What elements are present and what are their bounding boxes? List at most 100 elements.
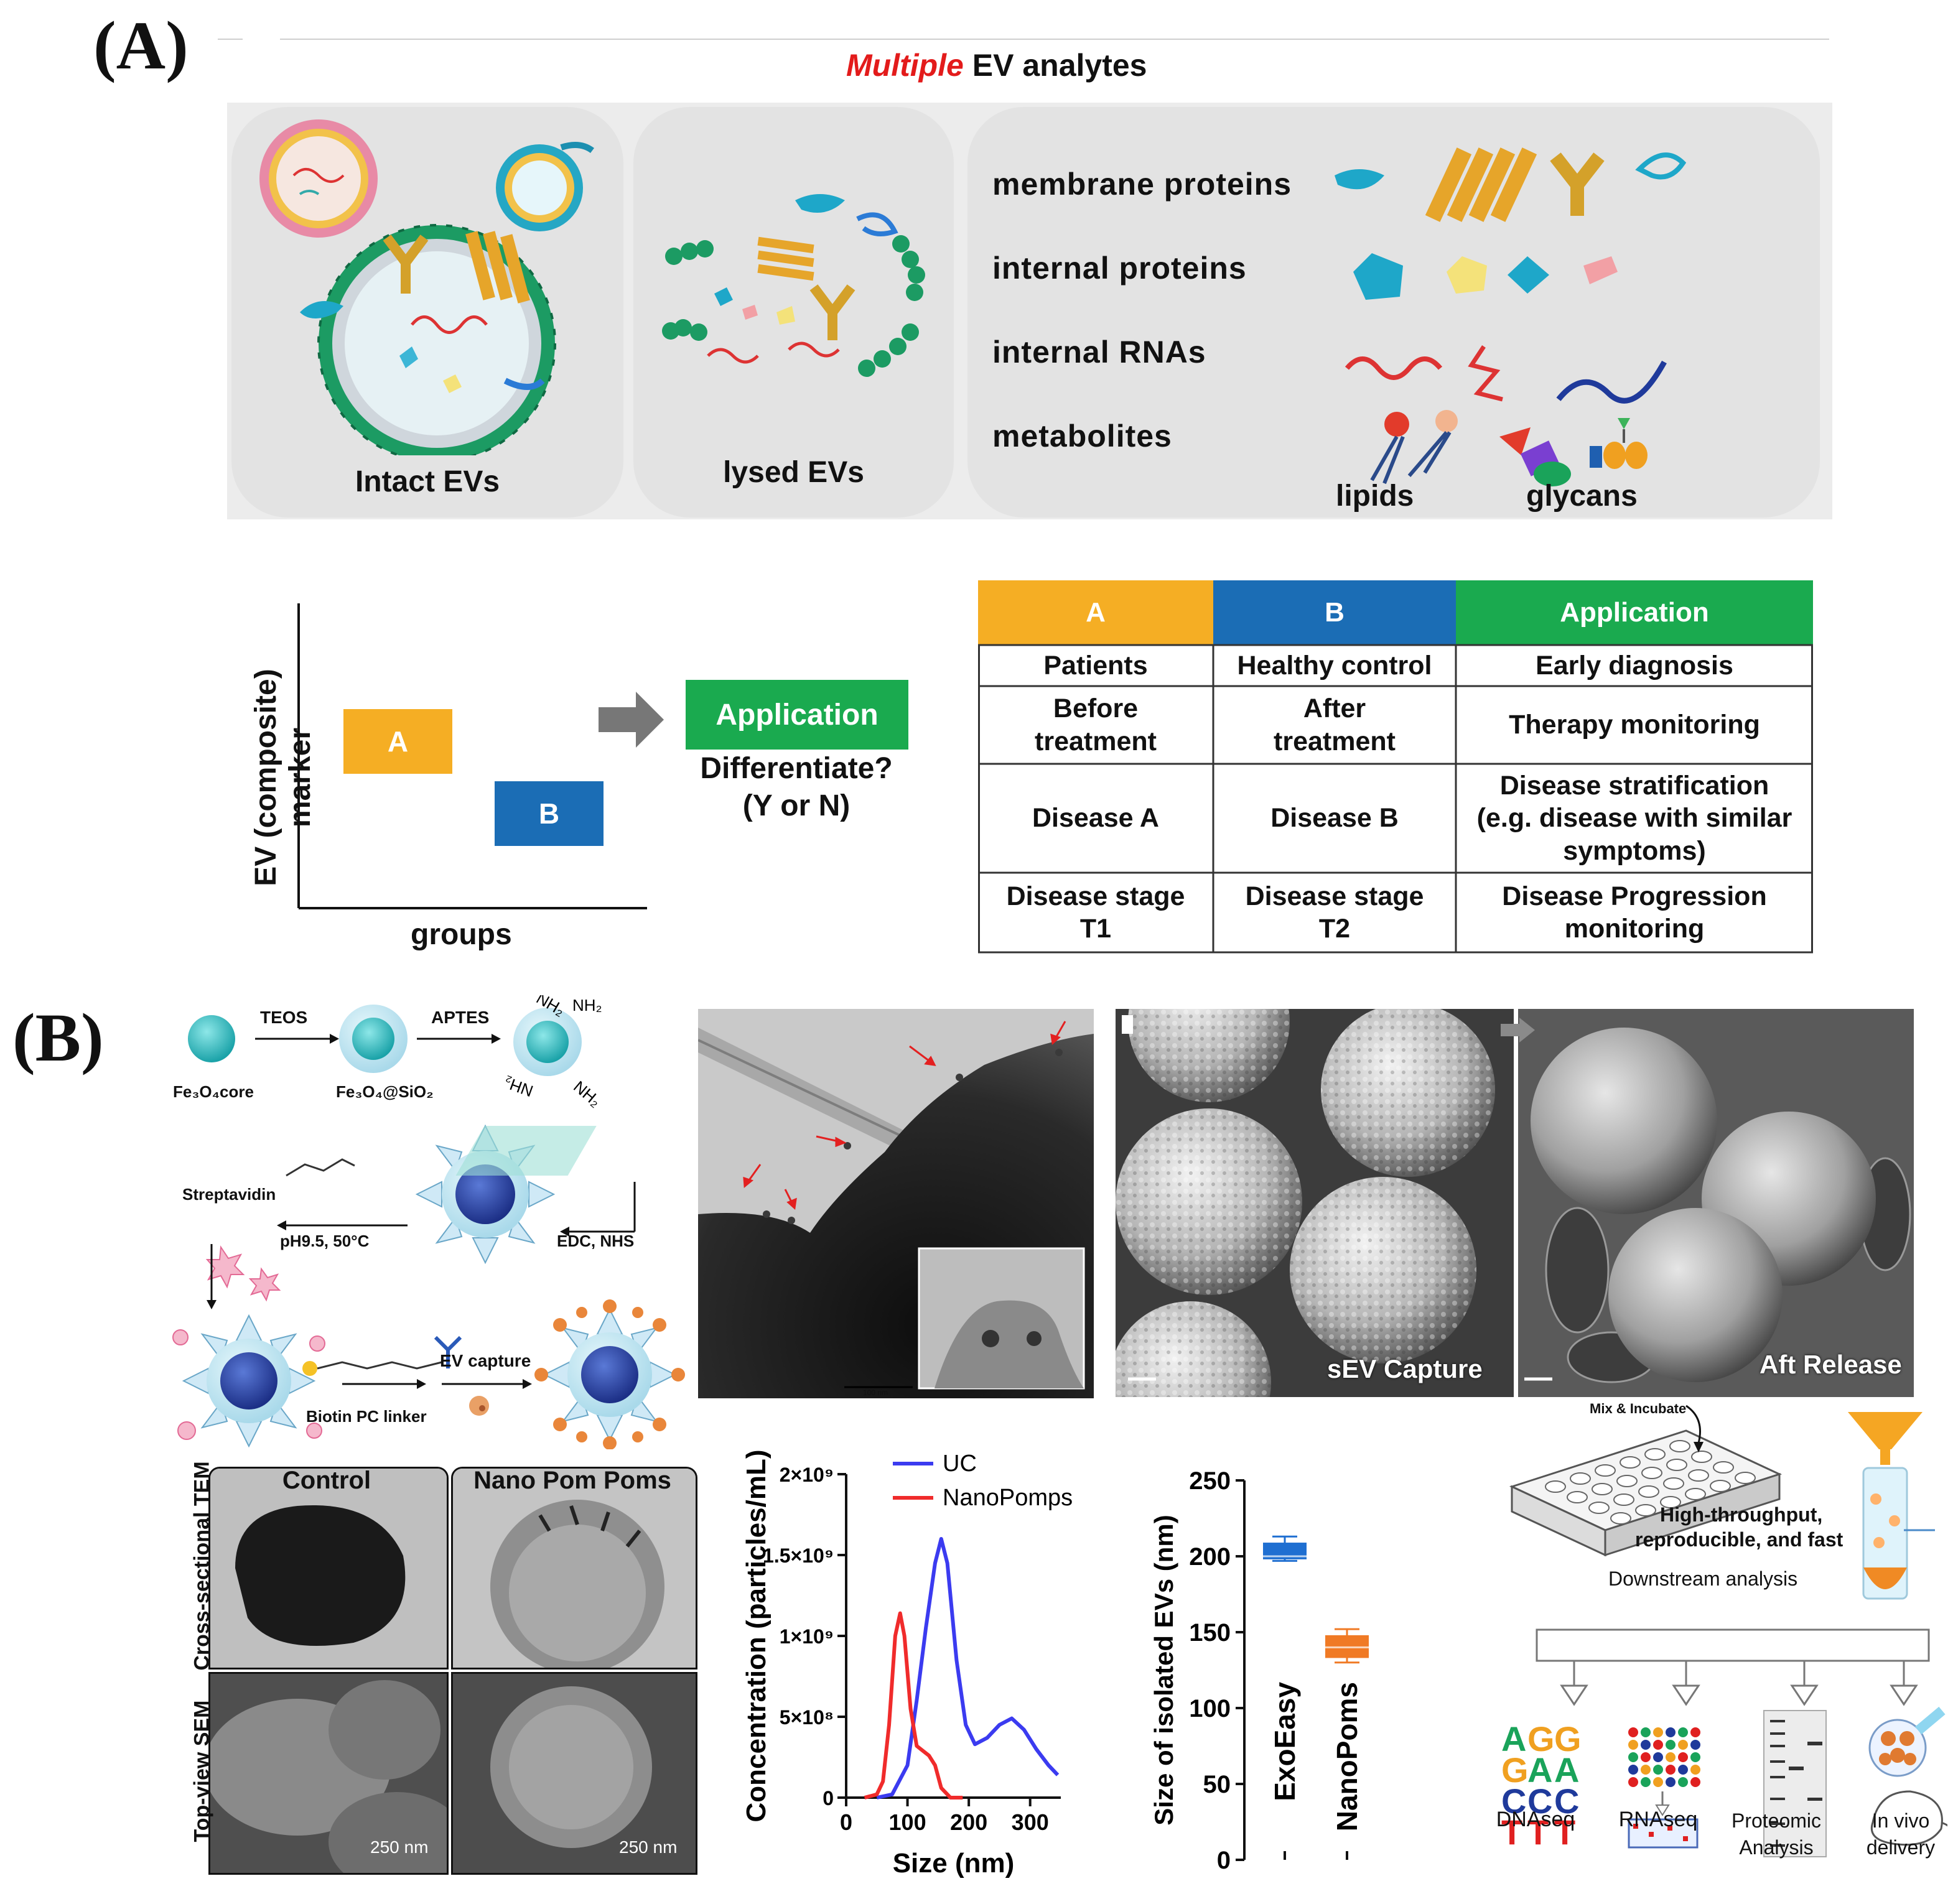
tem-grid-nano-cell-bottom	[451, 1672, 697, 1875]
sem-capture-label: sEV Capture	[1327, 1354, 1483, 1383]
svg-text:A: A	[1554, 1750, 1579, 1790]
tem-grid-control-cell-top	[208, 1467, 449, 1669]
table-row-3-a: Disease A	[1032, 803, 1159, 834]
streptavidin-label: Streptavidin	[182, 1185, 276, 1204]
table-row-3-b: Disease B	[1270, 803, 1399, 834]
tem-grid-scale-1: 250 nm	[370, 1837, 429, 1857]
box-y-tick-label: 150	[1189, 1619, 1231, 1646]
mix-incubate-label: Mix & Incubate	[1590, 1401, 1687, 1416]
sem-release-label: Aft Release	[1760, 1350, 1902, 1379]
svg-text:NH₂: NH₂	[501, 1073, 536, 1100]
legend-label-nanopomps: NanoPomps	[943, 1485, 1073, 1511]
x-tick-label: 100	[889, 1809, 926, 1835]
table-row-4-a: Disease stage T1	[1006, 881, 1185, 944]
edc-nhs-label: EDC, NHS	[557, 1232, 635, 1250]
groups-graph-axes	[297, 603, 647, 909]
y-tick-label: 1.5×10⁹	[763, 1544, 834, 1567]
x-tick-label: 300	[1012, 1809, 1049, 1835]
tem-grid-nano-cell-top	[451, 1467, 697, 1669]
workflow-claim-1: High-throughput,	[1660, 1503, 1823, 1526]
table-row-1-app: Early diagnosis	[1536, 650, 1733, 680]
tem-grid-row-top: Top-view SEM	[190, 1700, 214, 1842]
sem-arrow-icon	[1501, 1018, 1535, 1043]
output-dnaseq: DNAseq	[1496, 1808, 1575, 1831]
svg-text:C: C	[1527, 1781, 1552, 1821]
analytes-heading-rest: EV analytes	[963, 48, 1147, 83]
tem-grid-col-control: Control	[282, 1467, 371, 1494]
svg-text:NH₂: NH₂	[572, 996, 602, 1015]
table-header-a: A	[978, 580, 1213, 645]
table-row-3-app: Disease stratification (e.g. disease wit…	[1476, 770, 1792, 866]
category-label-nanopoms: NanoPoms	[1331, 1682, 1363, 1831]
svg-text:G: G	[1501, 1750, 1529, 1790]
differentiate-question: Differentiate?	[700, 752, 893, 785]
groups-graph-ylabel: EV (composite) marker	[249, 669, 317, 886]
groups-graph-xlabel: groups	[411, 918, 512, 951]
ev-capture-label: EV capture	[440, 1351, 531, 1370]
table-row-2-a: Before treatment	[1035, 694, 1157, 756]
svg-text:T: T	[1501, 1813, 1522, 1852]
output-in-vivo: In vivo delivery	[1866, 1809, 1936, 1859]
series-line-nanopomps	[864, 1611, 963, 1800]
core-label: Fe₃O₄core	[173, 1082, 254, 1101]
svg-text:T: T	[1527, 1813, 1549, 1852]
output-proteomic: Proteomic Analysis	[1731, 1809, 1822, 1859]
box-y-tick-label: 100	[1189, 1695, 1231, 1722]
aptes-label: APTES	[431, 1008, 490, 1027]
core-sio2-label: Fe₃O₄@SiO₂	[336, 1082, 434, 1101]
table-row-1-a: Patients	[1043, 650, 1148, 680]
lysed-evs-illustration	[662, 194, 925, 377]
lysed-evs-box: lysed EVs	[633, 107, 954, 518]
group-b-box: B	[495, 781, 604, 846]
svg-text:NH₂: NH₂	[570, 1077, 605, 1111]
table-row-2-app: Therapy monitoring	[1509, 710, 1760, 740]
svg-text:A: A	[1501, 1719, 1526, 1758]
series-line-uc	[876, 1537, 1060, 1800]
panel-a-letter: (A)	[93, 7, 189, 83]
svg-text:A: A	[1527, 1750, 1552, 1790]
x-tick-label: 200	[950, 1809, 987, 1835]
tem-grid-row-cross: Cross-sectional TEM	[190, 1461, 214, 1671]
tem-grid-col-nano: Nano Pom Poms	[473, 1467, 671, 1494]
control-sem-image	[210, 1674, 447, 1873]
downstream-analysis-label: Downstream analysis	[1608, 1567, 1798, 1590]
analyte-icons	[1335, 147, 1687, 486]
analyte-list-box: membrane proteins internal proteins inte…	[967, 107, 1820, 518]
output-rnaseq: RNAseq	[1618, 1808, 1698, 1831]
tem-grid: Control Nano Pom Poms Cross-sectional TE…	[184, 1461, 700, 1877]
synthesis-scheme: NH₂ NH₂ NH₂ NH₂	[172, 995, 685, 1449]
group-a-box: A	[343, 709, 452, 774]
table-header-b: B	[1213, 580, 1456, 645]
intact-evs-label: Intact EVs	[355, 465, 500, 498]
y-tick-label: 5×10⁸	[780, 1706, 834, 1729]
sem-release-image: Aft Release	[1518, 1009, 1914, 1397]
y-axis-label: Concentration (particles/mL)	[741, 1450, 771, 1823]
nanopompom-sem-image	[453, 1674, 696, 1873]
table-grid	[978, 644, 1813, 954]
panel-b-letter: (B)	[12, 1000, 104, 1075]
tem-scale-label: 100 nm	[863, 1388, 888, 1397]
y-tick-label: 0	[823, 1787, 834, 1809]
comparison-table: A B Application Patients Healthy control…	[978, 580, 1813, 954]
svg-text:C: C	[1501, 1781, 1526, 1821]
sem-capture-image: sEV Capture	[1116, 1009, 1514, 1397]
y-tick-label: 1×10⁹	[780, 1625, 834, 1648]
tem-micrograph-image	[698, 1009, 1094, 1398]
arrow-right-icon	[599, 692, 664, 748]
table-row-1-b: Healthy control	[1237, 650, 1432, 680]
application-box: Application	[686, 680, 908, 750]
tem-grid-control-cell-bottom	[208, 1672, 449, 1875]
analyte-metabolites: metabolites	[992, 419, 1172, 453]
y-tick-label: 2×10⁹	[780, 1464, 834, 1486]
box-y-tick-label: 250	[1189, 1467, 1231, 1495]
table-row-2-b: After treatment	[1274, 694, 1396, 756]
lipids-label: lipids	[1336, 480, 1414, 513]
teos-label: TEOS	[260, 1008, 308, 1027]
glycans-label: glycans	[1526, 480, 1638, 513]
table-row-4-b: Disease stage T2	[1245, 881, 1424, 944]
table-header-application: Application	[1456, 580, 1813, 645]
differentiate-options: (Y or N)	[742, 789, 851, 822]
